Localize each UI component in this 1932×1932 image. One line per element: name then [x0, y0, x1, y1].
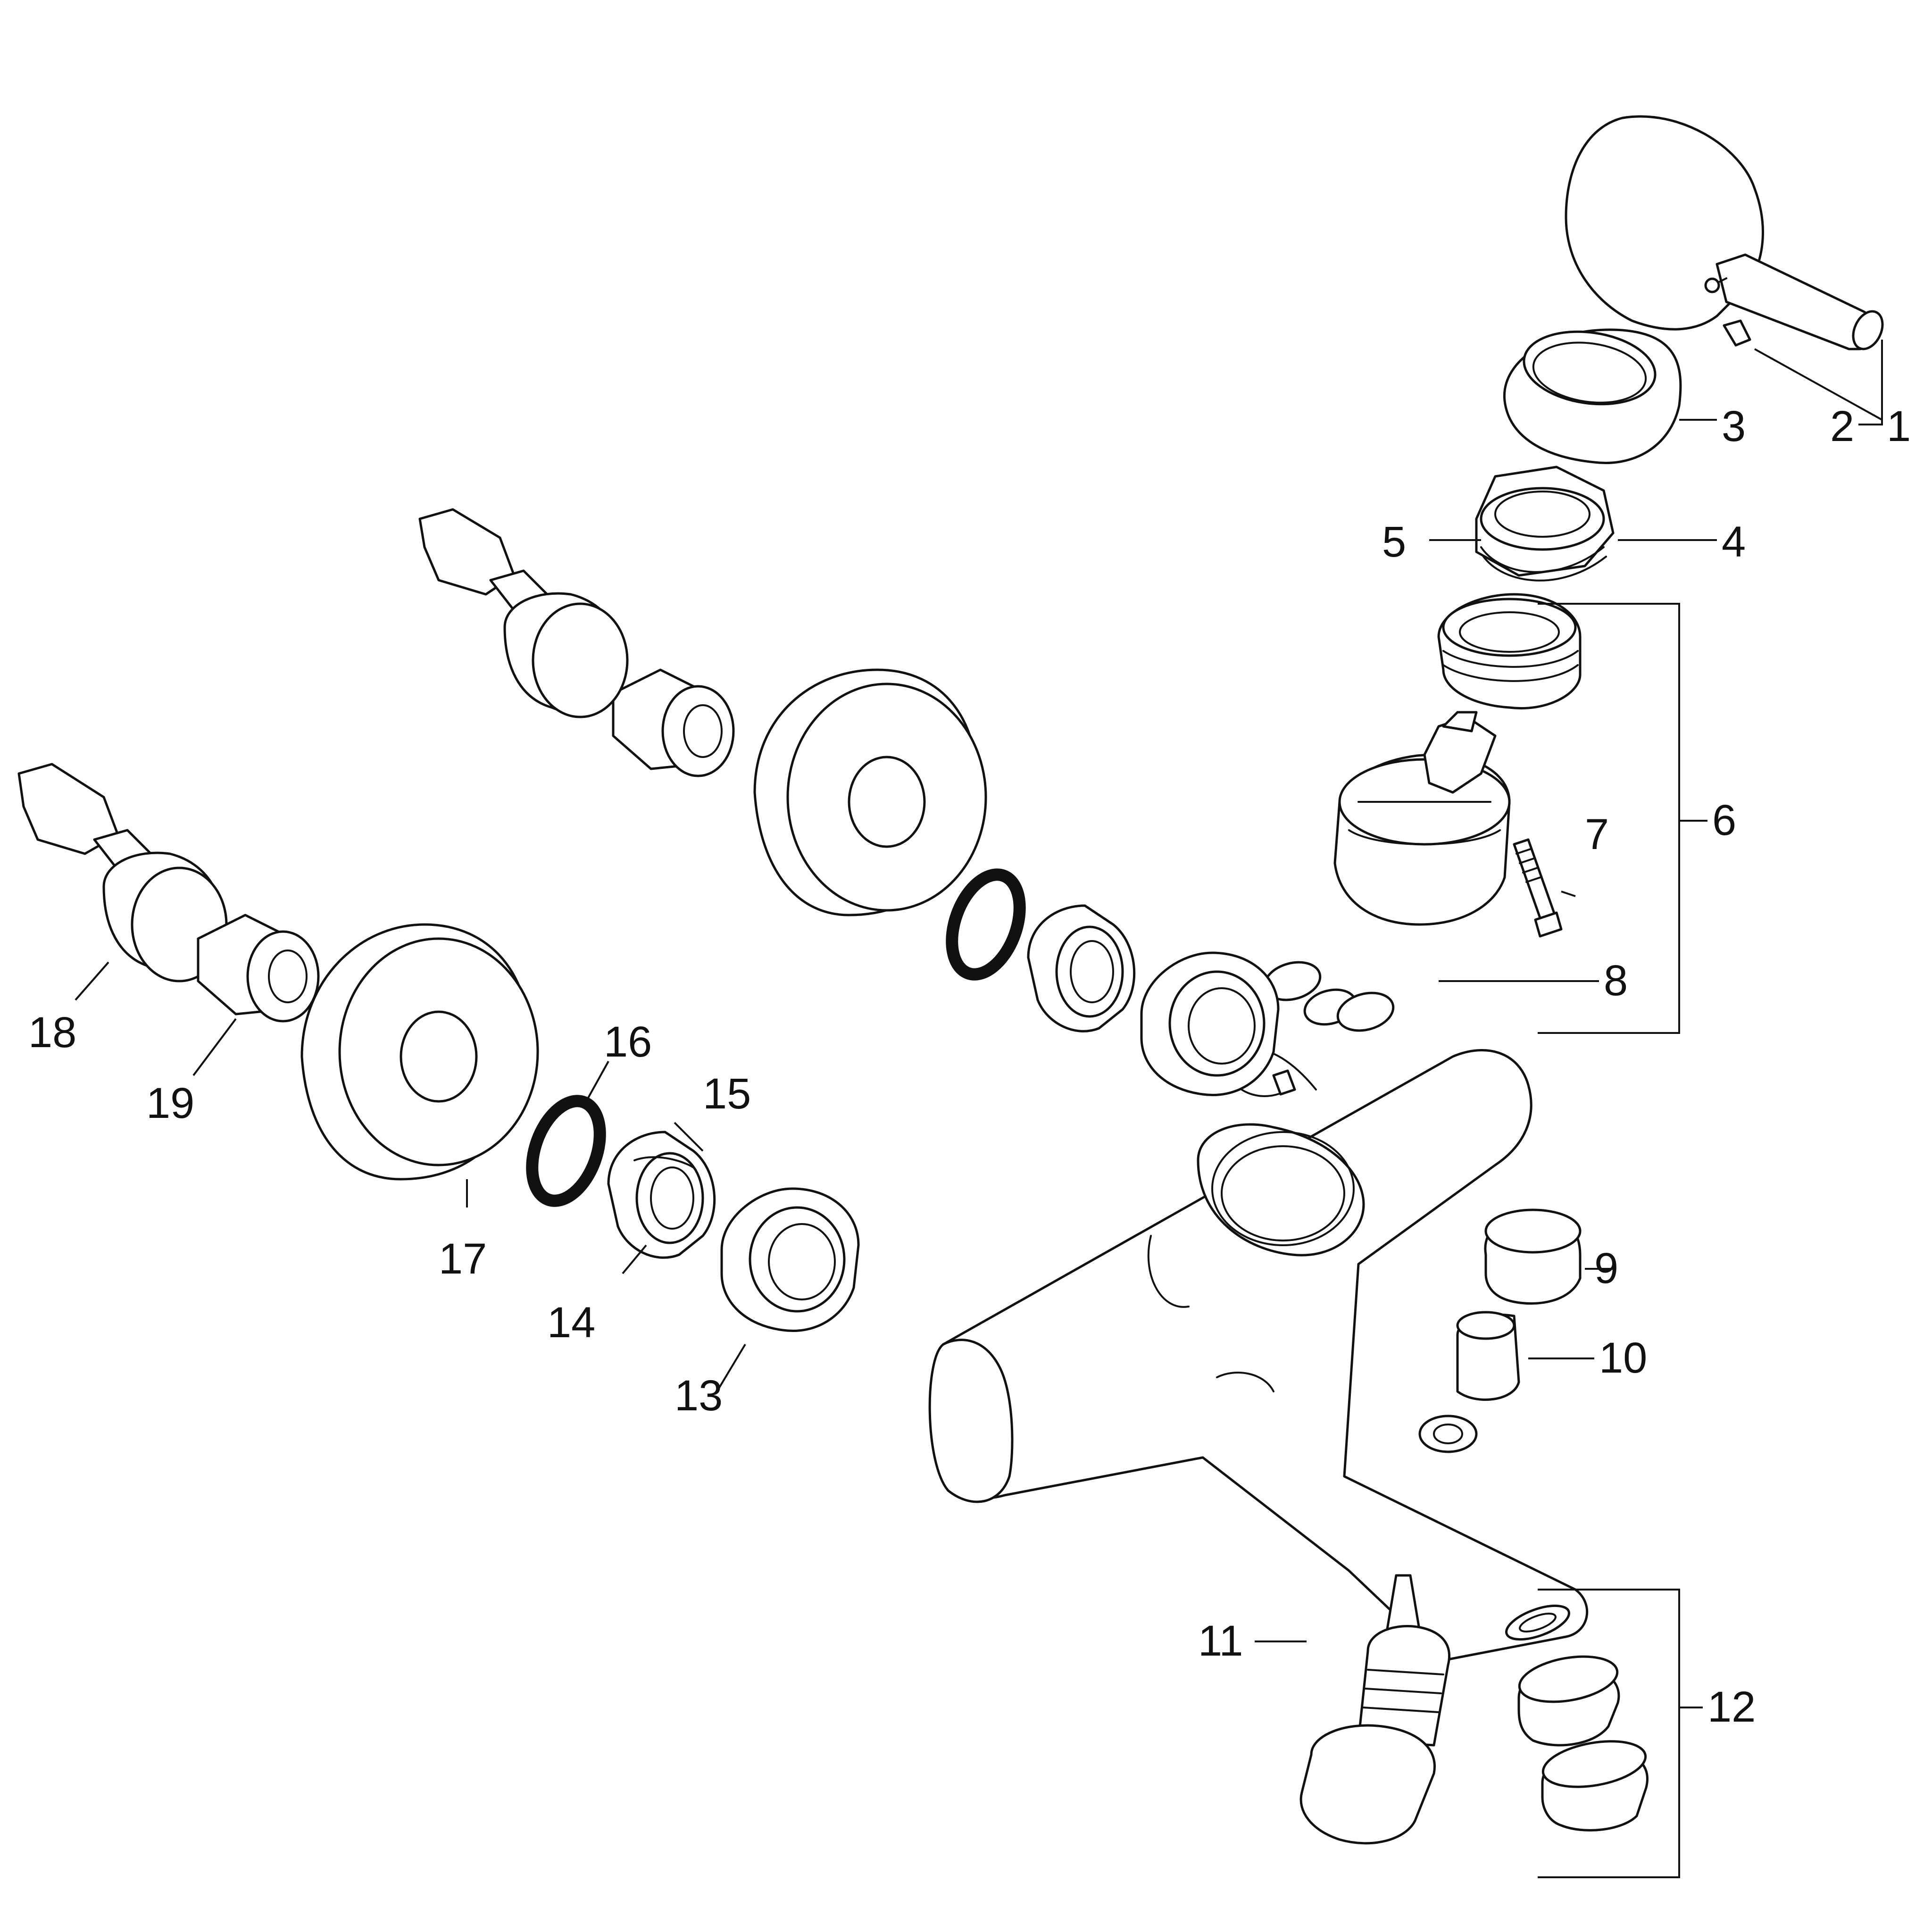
- s-union-upper: [418, 508, 629, 718]
- callout-19: 19: [146, 1079, 194, 1127]
- callout-10: 10: [1599, 1334, 1647, 1382]
- callout-5: 5: [1382, 518, 1406, 566]
- callout-8: 8: [1604, 957, 1628, 1005]
- callout-3: 3: [1722, 402, 1746, 450]
- part-1-lever-handle: [1565, 115, 1884, 350]
- callout-2: 2: [1830, 402, 1854, 450]
- callout-15: 15: [703, 1070, 751, 1118]
- part-3-cover-ring: [1503, 328, 1682, 464]
- part-13-union-nut: [720, 1187, 860, 1332]
- part-19-connector: [197, 914, 320, 1023]
- part-18-s-union: [17, 763, 228, 983]
- callout-13: 13: [675, 1372, 723, 1420]
- connector-upper: [612, 668, 735, 777]
- part-4-hex-nut: [1475, 466, 1615, 582]
- callout-11: 11: [1198, 1617, 1243, 1665]
- part-12-aerator-assembly: [1505, 1604, 1649, 1832]
- part-8-seals: [1263, 961, 1395, 1032]
- part-2-grub-screw: [1723, 319, 1751, 347]
- callout-9: 9: [1594, 1244, 1618, 1292]
- part-17-escutcheon: [300, 923, 539, 1181]
- union-nut-upper: [1140, 951, 1280, 1096]
- leader-lines: [75, 340, 1883, 1878]
- part-14-flange-adapter: [607, 1131, 716, 1259]
- callout-14: 14: [547, 1299, 595, 1347]
- part-11-thermostat-cartridge: [1299, 1574, 1450, 1845]
- callout-16: 16: [604, 1018, 652, 1066]
- callout-7: 7: [1585, 810, 1609, 858]
- retaining-clip: [1226, 1048, 1317, 1097]
- escutcheon-upper: [753, 668, 987, 916]
- part-15-seal: [633, 1156, 697, 1171]
- mixer-body: [928, 1049, 1589, 1662]
- callout-4: 4: [1722, 518, 1746, 566]
- part-9-cap: [1484, 1208, 1582, 1305]
- callout-1: 1: [1887, 402, 1911, 450]
- part-16-o-ring: [526, 1095, 606, 1207]
- flange-adapter-upper: [1027, 904, 1136, 1033]
- callout-18: 18: [28, 1008, 76, 1057]
- callout-6: 6: [1712, 796, 1736, 844]
- callout-12: 12: [1707, 1683, 1756, 1731]
- part-10-bushing: [1456, 1311, 1520, 1401]
- callout-17: 17: [439, 1235, 487, 1283]
- o-ring-upper: [946, 868, 1026, 981]
- part-6-adapter-sleeve: [1437, 593, 1582, 709]
- part-6-cartridge: [1333, 711, 1511, 926]
- part-7-screw: [1513, 838, 1563, 938]
- callout-labels: 1 2 3 4 5 6 7 8 9 10 11 12 13 14 15 16 1…: [28, 402, 1911, 1731]
